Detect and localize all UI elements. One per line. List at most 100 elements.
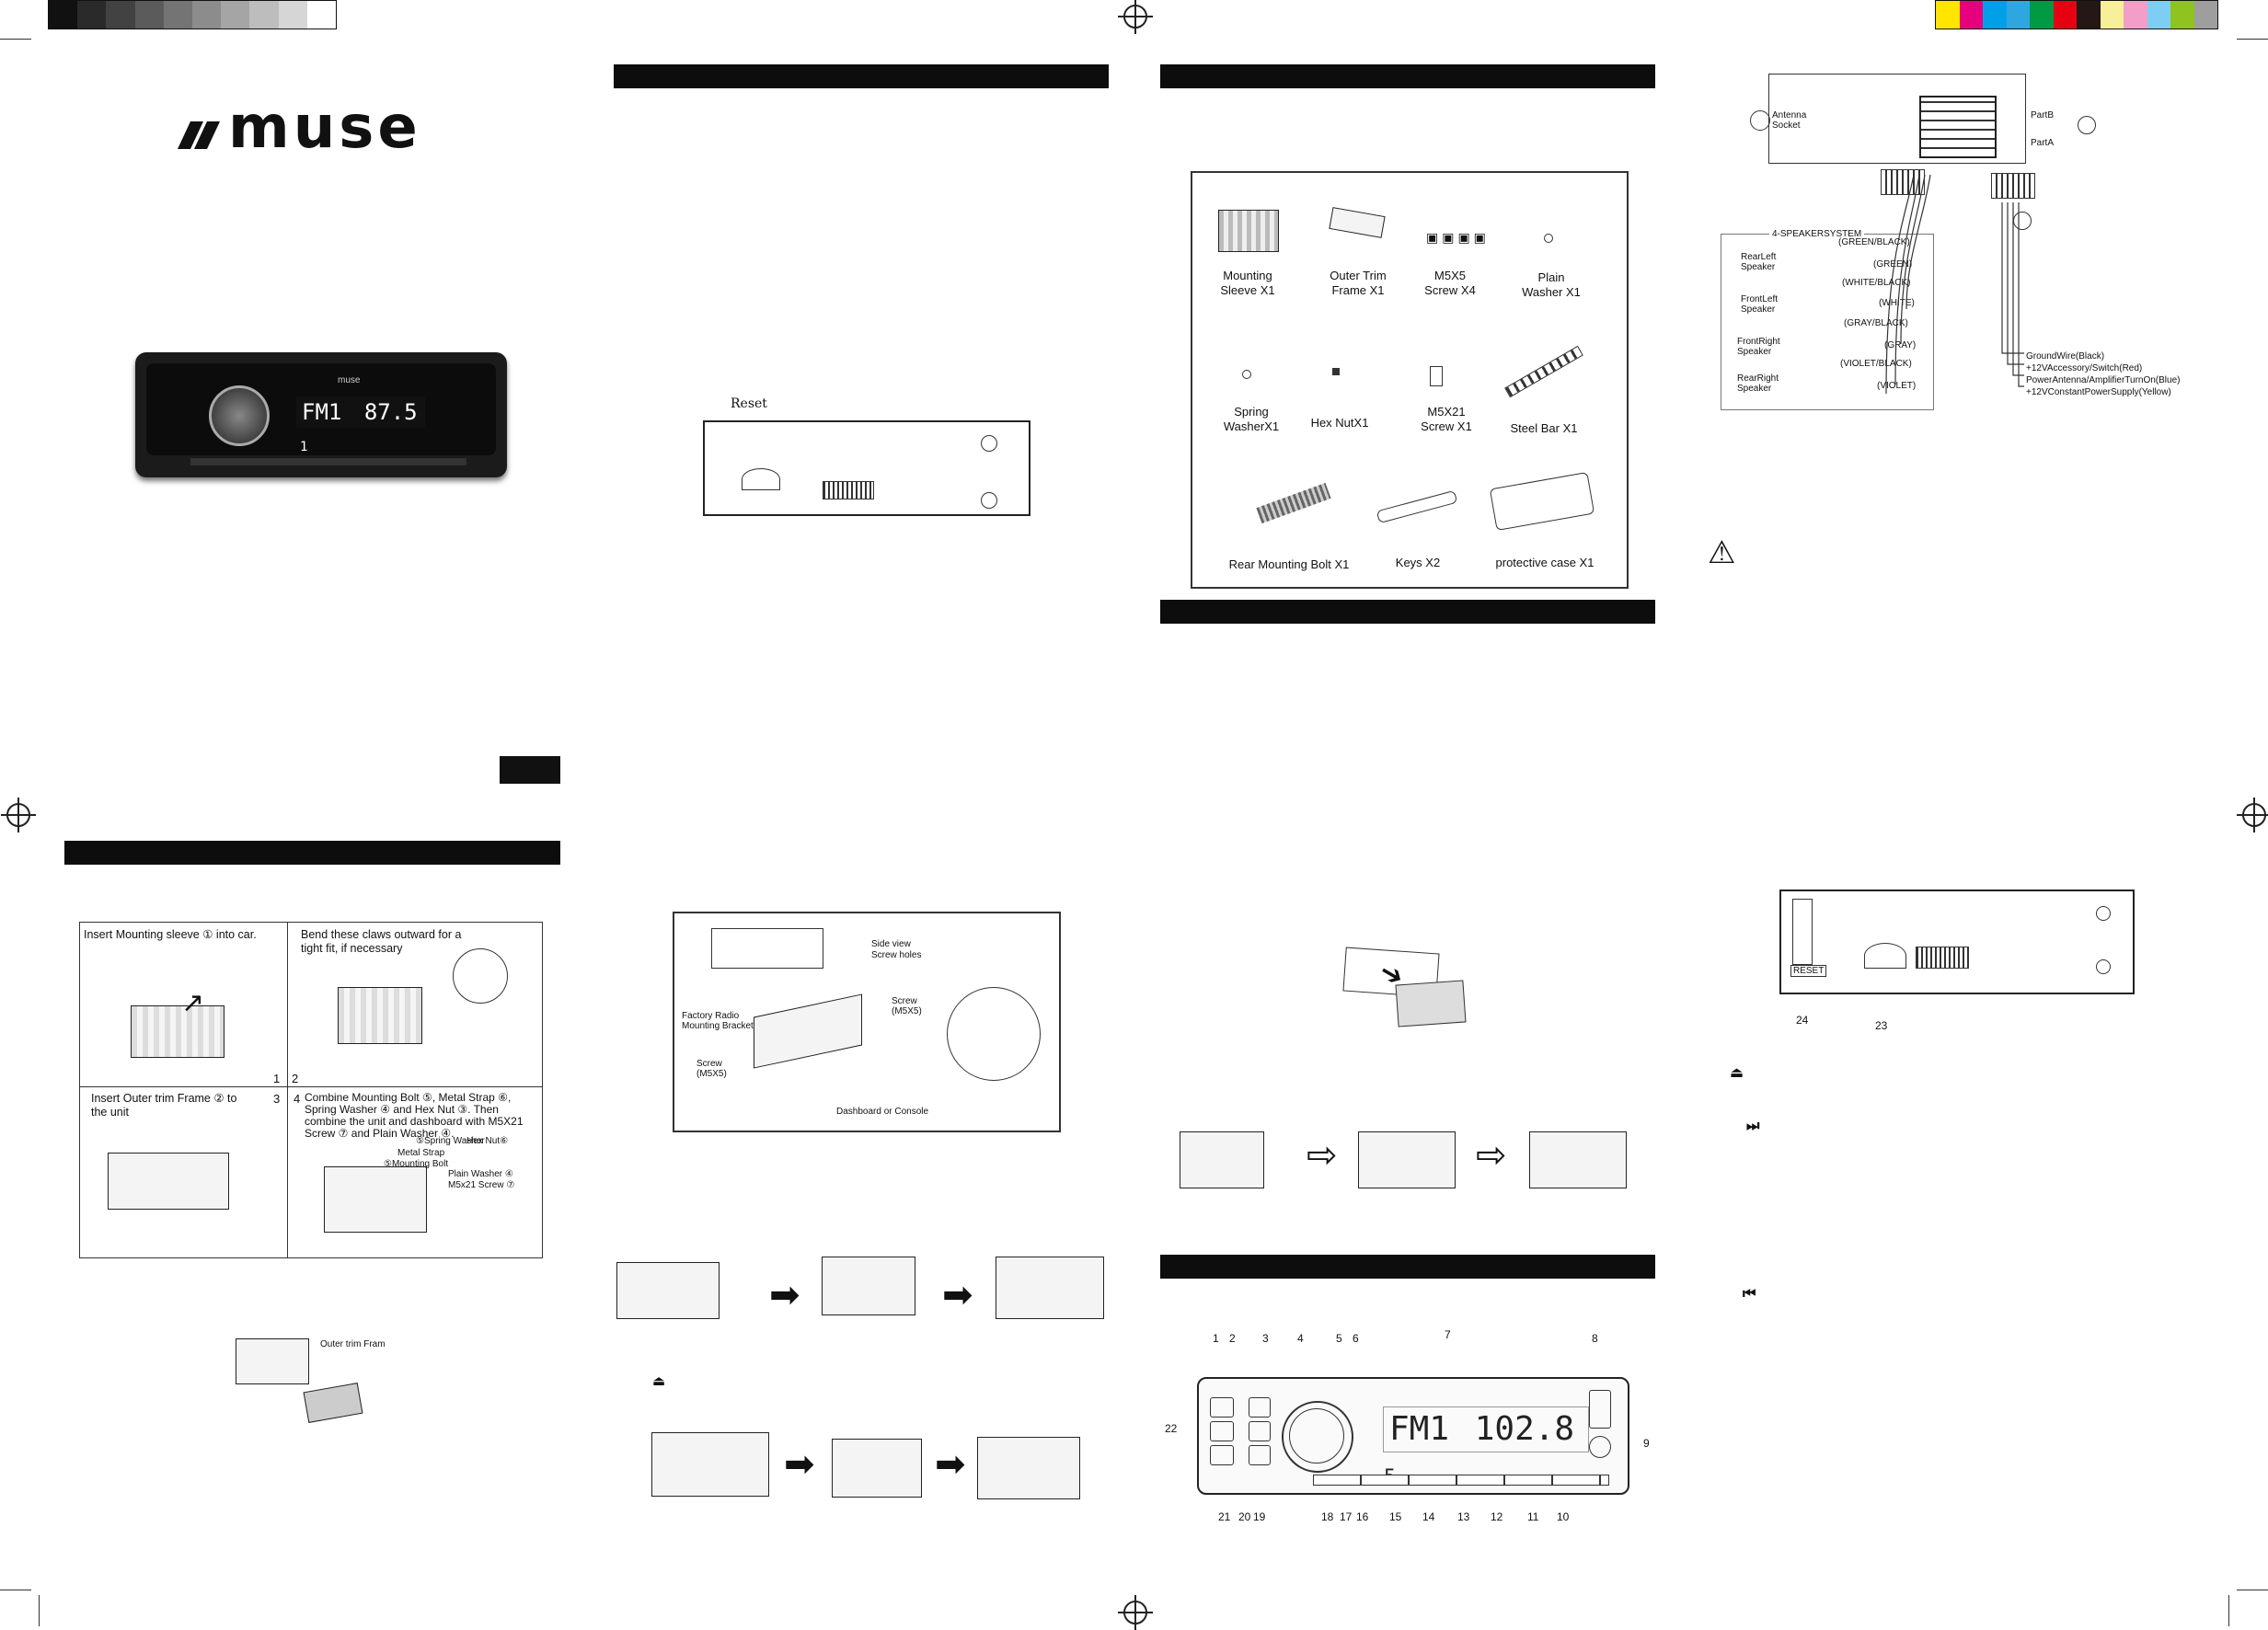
accessory-2: Outer Trim Frame X1 [1330,269,1387,297]
callout-4: 4 [1297,1332,1304,1345]
m5x21-screw-icon [1430,366,1443,386]
rear-reset-label: RESET [1790,965,1827,977]
swatch [2006,1,2030,29]
speaker-fr-neg: (GRAY/BLACK) [1844,318,1908,328]
swatch [49,1,78,29]
swatch [134,1,164,29]
partb-circle [2078,116,2096,134]
dashboard-install-illustration [324,1166,427,1233]
radio-chassis-illustration [754,993,862,1069]
front-lcd-freq: 102.8 [1474,1410,1575,1448]
arrow-right-outline-icon: ⇨ [1307,1135,1338,1176]
lcd-channel: 1 [300,440,308,454]
bolt-step3 [1529,1131,1627,1188]
keys-icon [1376,489,1458,524]
screw-right-label: Screw (M5X5) [892,996,922,1016]
bracket-detail-circle [947,987,1041,1081]
protective-case-icon [1489,471,1595,532]
bolt-step2 [1358,1131,1456,1188]
callout-16: 16 [1356,1510,1369,1523]
swatch [77,1,107,29]
step1-text: Insert Mounting sleeve ① into car. [84,928,257,941]
registration-mark-icon [1,798,36,832]
unit-lcd: FM1 87.5 1 [296,396,425,454]
accessory-10: Keys X2 [1395,556,1441,569]
usb-port [1589,1390,1611,1429]
callout-10: 10 [1557,1510,1570,1523]
speaker-rr-name: RearRight Speaker [1737,373,1779,394]
prev-track-icon: ⏮ [1743,1286,1756,1302]
swatch [2053,1,2077,29]
accessory-4: Plain Washer X1 [1522,270,1581,299]
swatch [163,1,192,29]
callout-23: 23 [1875,1019,1888,1032]
logo-text: muse [228,94,421,162]
callout-21: 21 [1218,1510,1231,1523]
speaker-system-box: 4-SPEAKERSYSTEM [1721,229,1934,410]
step1-num: 1 [273,1072,281,1085]
arrow-right-outline-icon: ⇨ [1476,1135,1507,1176]
plain-washer-icon [1544,234,1553,243]
swatch [106,1,135,29]
unit-box-illustration [236,1338,309,1384]
arrow-right-icon: ➡ [942,1275,973,1315]
speaker-rl-pos: (GREEN) [1873,259,1913,270]
speaker-fl-neg: (WHITE/BLACK) [1842,278,1911,288]
swatch [2193,1,2217,29]
connector-block [1919,96,1997,158]
registration-mark-icon [1118,1595,1153,1630]
crop-mark [39,1595,40,1626]
step4-label-6: M5x21 Screw ⑦ [448,1180,515,1190]
step3-text: Insert Outer trim Frame ② to the unit [91,1092,237,1119]
reset-label: Reset [731,396,767,411]
swatch [249,1,279,29]
accessory-7: M5X21 Screw X1 [1421,405,1472,433]
side-view-diagram: Side view Screw holes Factory Radio Moun… [673,912,1061,1132]
eject-sequence-step1 [651,1432,769,1497]
swatch [2147,1,2170,29]
callout-2: 2 [1229,1332,1236,1345]
arrow-right-icon: ➡ [935,1444,966,1485]
mounting-sleeve-icon [1218,210,1279,252]
power-accessory: +12VAccessory/Switch(Red) [2026,363,2143,373]
swatch [306,1,336,29]
swatch [2030,1,2054,29]
callout-13: 13 [1457,1510,1470,1523]
eject-sequence-step2 [832,1439,922,1498]
unit-brand: muse [338,375,361,385]
accessory-11: protective case X1 [1495,556,1595,569]
side-view-label: Side view [871,939,911,949]
bolt-step1 [1180,1131,1264,1188]
callout-3: 3 [1262,1332,1269,1345]
swatch [1983,1,2007,29]
screw-set-icon: ▣▣▣▣ [1426,230,1490,245]
harness-plug-right [1991,173,2035,199]
power-constant: +12VConstantPowerSupply(Yellow) [2026,387,2171,397]
lcd-frequency: 87.5 [363,399,418,425]
crop-mark [0,39,31,40]
product-photo: FM1 87.5 1 muse [135,352,507,477]
crop-mark [2237,39,2268,40]
system-label: 4-SPEAKERSYSTEM [1769,229,1865,239]
screw-holes-label: Screw holes [871,950,922,960]
swatch [2170,1,2194,29]
callout-5: 5 [1336,1332,1342,1345]
outer-trim-label: Outer trim Fram [320,1339,386,1349]
swatch [221,1,250,29]
trim-frame-part [1395,980,1467,1027]
callout-11: 11 [1527,1510,1539,1523]
callout-20: 20 [1238,1510,1251,1523]
removal-step3 [996,1257,1104,1319]
swatch [192,1,222,29]
sleeve-claws-illustration [338,987,422,1044]
aux-port [1589,1436,1611,1458]
speaker-fl-name: FrontLeft Speaker [1741,294,1779,315]
section-header-bar [614,64,1109,88]
callout-8: 8 [1592,1332,1598,1345]
language-tab [500,756,560,784]
outer-trim-frame-icon [1329,207,1386,238]
step2-num: 2 [292,1072,299,1085]
callout-9: 9 [1643,1437,1650,1450]
accessory-1: Mounting Sleeve X1 [1220,269,1275,297]
step2-text: Bend these claws outward for a tight fit… [301,928,462,955]
